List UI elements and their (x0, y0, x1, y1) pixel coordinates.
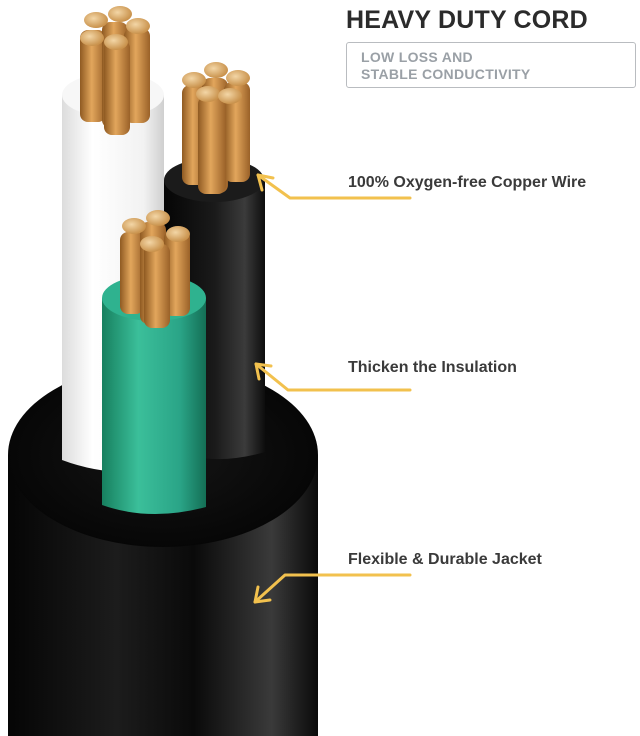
callout-label-jacket: Flexible & Durable Jacket (348, 551, 542, 568)
callout-arrow-copper (256, 173, 412, 200)
copper-strands-white (80, 6, 150, 135)
copper-strands-black (182, 62, 250, 194)
subtitle-line: LOW LOSS AND (361, 49, 473, 65)
callout-arrow-insulation (254, 362, 412, 392)
subtitle-line: STABLE CONDUCTIVITY (361, 66, 531, 82)
page-title: HEAVY DUTY CORD (346, 6, 588, 34)
copper-strands-green (120, 210, 190, 328)
callout-arrow-jacket (253, 573, 412, 604)
subtitle-box: LOW LOSS AND STABLE CONDUCTIVITY (346, 42, 636, 88)
callout-label-insulation: Thicken the Insulation (348, 359, 517, 376)
callout-label-copper: 100% Oxygen-free Copper Wire (348, 174, 587, 191)
